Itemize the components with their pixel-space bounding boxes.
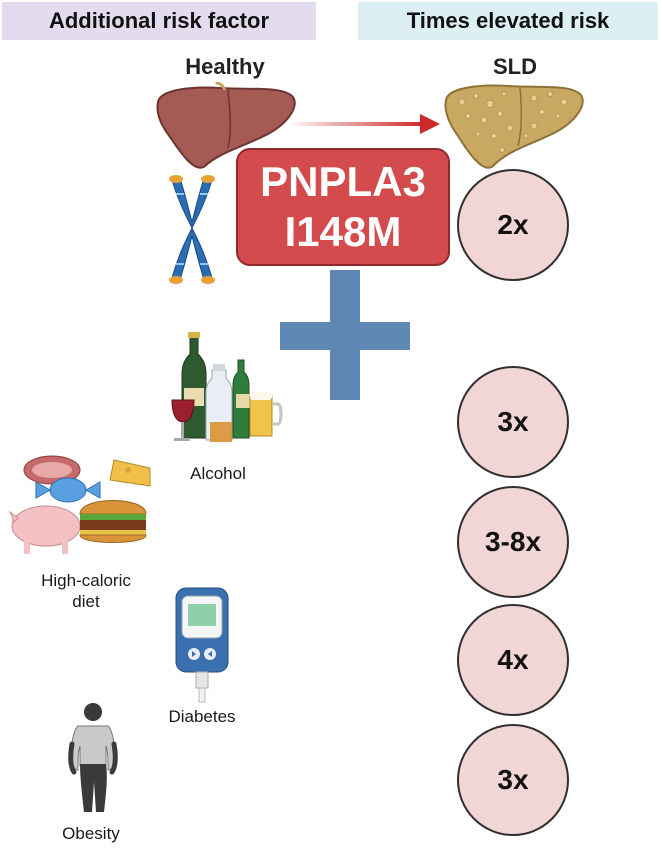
- factor-label-high-caloric-diet: High-caloric diet: [26, 570, 146, 612]
- obese-person-icon: [68, 703, 118, 812]
- glucose-meter-icon: [175, 587, 229, 703]
- risk-circle-diabetes: 4x: [457, 604, 569, 716]
- risk-circle-pnpla3: 2x: [457, 169, 569, 281]
- sld-label: SLD: [493, 54, 537, 79]
- healthy-label: Healthy: [185, 54, 265, 79]
- factor-label-obesity: Obesity: [62, 824, 120, 843]
- factor-label-diabetes: Diabetes: [168, 707, 236, 726]
- sld-liver-icon: [444, 84, 584, 169]
- healthy-liver-icon: [156, 82, 296, 169]
- risk-circle-high-caloric-diet: 3-8x: [457, 486, 569, 598]
- high-caloric-food-icon: [8, 455, 151, 554]
- header-additional-risk-factor: Additional risk factor: [2, 2, 316, 40]
- header-times-elevated-risk: Times elevated risk: [358, 2, 658, 40]
- factor-label-line1: High-caloric: [41, 571, 131, 590]
- gene-name: PNPLA3: [260, 158, 426, 205]
- risk-circle-alcohol: 3x: [457, 366, 569, 478]
- factor-label-alcohol: Alcohol: [190, 464, 246, 483]
- alcohol-bottles-icon: [171, 332, 283, 442]
- progression-arrow-icon: [292, 114, 440, 134]
- factor-label-line2: diet: [72, 592, 100, 611]
- pnpla3-gene-box: PNPLA3 I148M: [236, 148, 450, 266]
- chromosome-icon: [169, 175, 215, 284]
- risk-circle-obesity: 3x: [457, 724, 569, 836]
- gene-variant: I148M: [284, 208, 402, 255]
- plus-icon: [280, 270, 410, 400]
